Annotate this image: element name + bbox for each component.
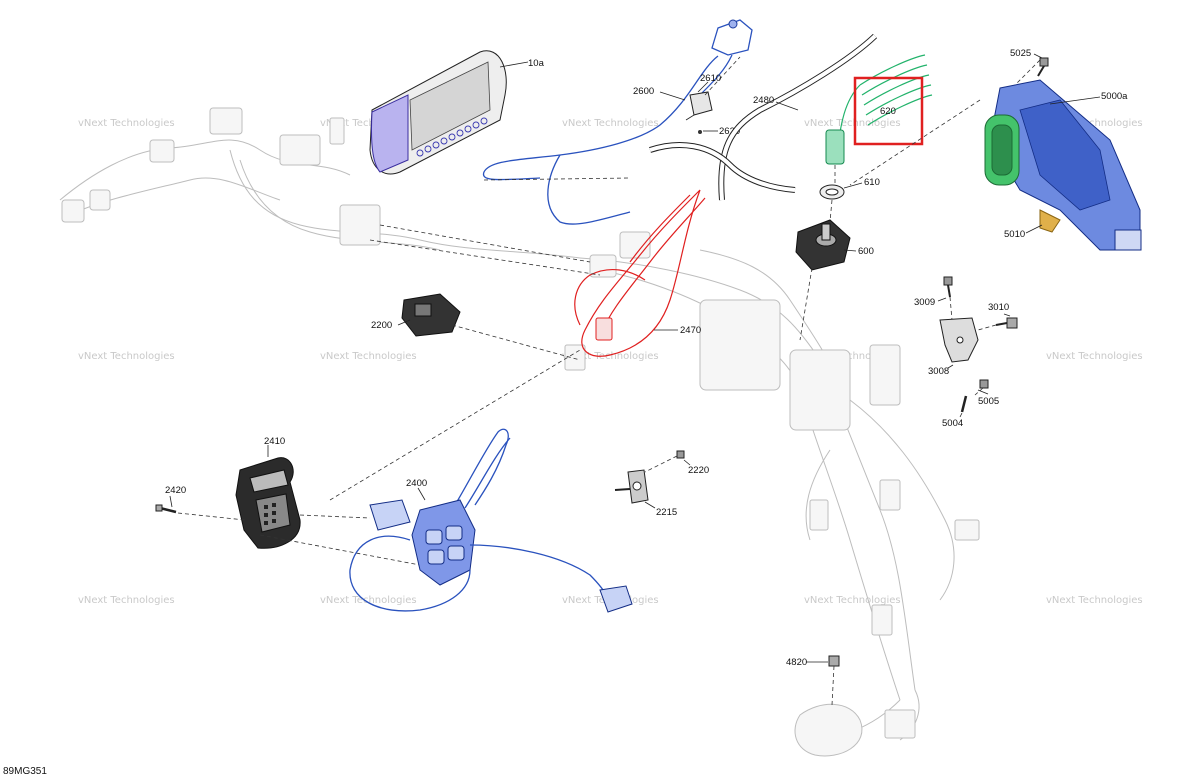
svg-text:vNext Technologies: vNext Technologies xyxy=(804,351,901,362)
module-5000a[interactable] xyxy=(984,79,1142,251)
label-2620: 2620 xyxy=(719,126,740,137)
svg-text:vNext Technologies: vNext Technologies xyxy=(78,595,175,606)
coil-cable-620[interactable] xyxy=(825,54,933,185)
label-2200: 2200 xyxy=(371,320,392,331)
highlight-box-620 xyxy=(853,76,924,146)
document-code: 89MG351 xyxy=(3,766,47,777)
svg-text:vNext Technologies: vNext Technologies xyxy=(320,595,417,606)
screw-2420[interactable] xyxy=(155,504,177,514)
bolt-5004[interactable] xyxy=(960,395,968,413)
harness-2470[interactable] xyxy=(574,189,706,357)
label-2480: 2480 xyxy=(753,95,774,106)
label-600: 600 xyxy=(858,246,874,257)
label-2600: 2600 xyxy=(633,86,654,97)
svg-text:vNext Technologies: vNext Technologies xyxy=(320,351,417,362)
label-2400: 2400 xyxy=(406,478,427,489)
hose-2480[interactable] xyxy=(649,33,878,201)
screw-3010[interactable] xyxy=(995,317,1018,329)
label-5000a: 5000a xyxy=(1101,91,1128,102)
label-610: 610 xyxy=(864,177,880,188)
svg-text:vNext Technologies: vNext Technologies xyxy=(1046,595,1143,606)
instrument-cluster-10a[interactable] xyxy=(369,50,507,175)
sensor-2215[interactable] xyxy=(614,469,649,504)
switch-pod-2400[interactable] xyxy=(349,428,633,613)
svg-text:vNext Technologies: vNext Technologies xyxy=(804,595,901,606)
connector-2610-group[interactable] xyxy=(685,19,753,134)
svg-text:vNext Technologies: vNext Technologies xyxy=(78,118,175,129)
screw-5025[interactable] xyxy=(1037,57,1049,77)
svg-text:vNext Technologies: vNext Technologies xyxy=(78,351,175,362)
label-5010: 5010 xyxy=(1004,229,1025,240)
label-2220: 2220 xyxy=(688,465,709,476)
nut-5005[interactable] xyxy=(979,379,989,389)
label-620: 620 xyxy=(880,106,896,117)
sensor-2200[interactable] xyxy=(401,293,461,337)
svg-text:vNext Technologies: vNext Technologies xyxy=(562,351,659,362)
label-10a: 10a xyxy=(528,58,545,69)
label-5005: 5005 xyxy=(978,396,999,407)
svg-text:vNext Technologies: vNext Technologies xyxy=(1046,351,1143,362)
label-3009: 3009 xyxy=(914,297,935,308)
svg-text:vNext Technologies: vNext Technologies xyxy=(562,118,659,129)
label-2420: 2420 xyxy=(165,485,186,496)
label-2470: 2470 xyxy=(680,325,701,336)
label-2610: 2610 xyxy=(700,73,721,84)
label-3008: 3008 xyxy=(928,366,949,377)
main-wiring-harness xyxy=(59,107,980,757)
label-4820: 4820 xyxy=(786,657,807,668)
label-2410: 2410 xyxy=(264,436,285,447)
wire-2600[interactable] xyxy=(482,55,719,225)
svg-text:vNext Technologies: vNext Technologies xyxy=(320,118,417,129)
label-5025: 5025 xyxy=(1010,48,1031,59)
svg-text:vNext Technologies: vNext Technologies xyxy=(804,118,901,129)
grommet-610[interactable] xyxy=(819,184,845,200)
switch-600[interactable] xyxy=(795,219,851,271)
label-3010: 3010 xyxy=(988,302,1009,313)
label-2215: 2215 xyxy=(656,507,677,518)
screw-2220[interactable] xyxy=(676,450,685,459)
bracket-3008[interactable] xyxy=(939,317,979,363)
screw-3009[interactable] xyxy=(943,276,953,298)
cover-2410[interactable] xyxy=(235,457,301,549)
nut-4820[interactable] xyxy=(828,655,840,667)
watermarks: vNext Technologies vNext Technologies vN… xyxy=(78,118,1143,606)
label-5004: 5004 xyxy=(942,418,963,429)
svg-text:vNext Technologies: vNext Technologies xyxy=(1046,118,1143,129)
